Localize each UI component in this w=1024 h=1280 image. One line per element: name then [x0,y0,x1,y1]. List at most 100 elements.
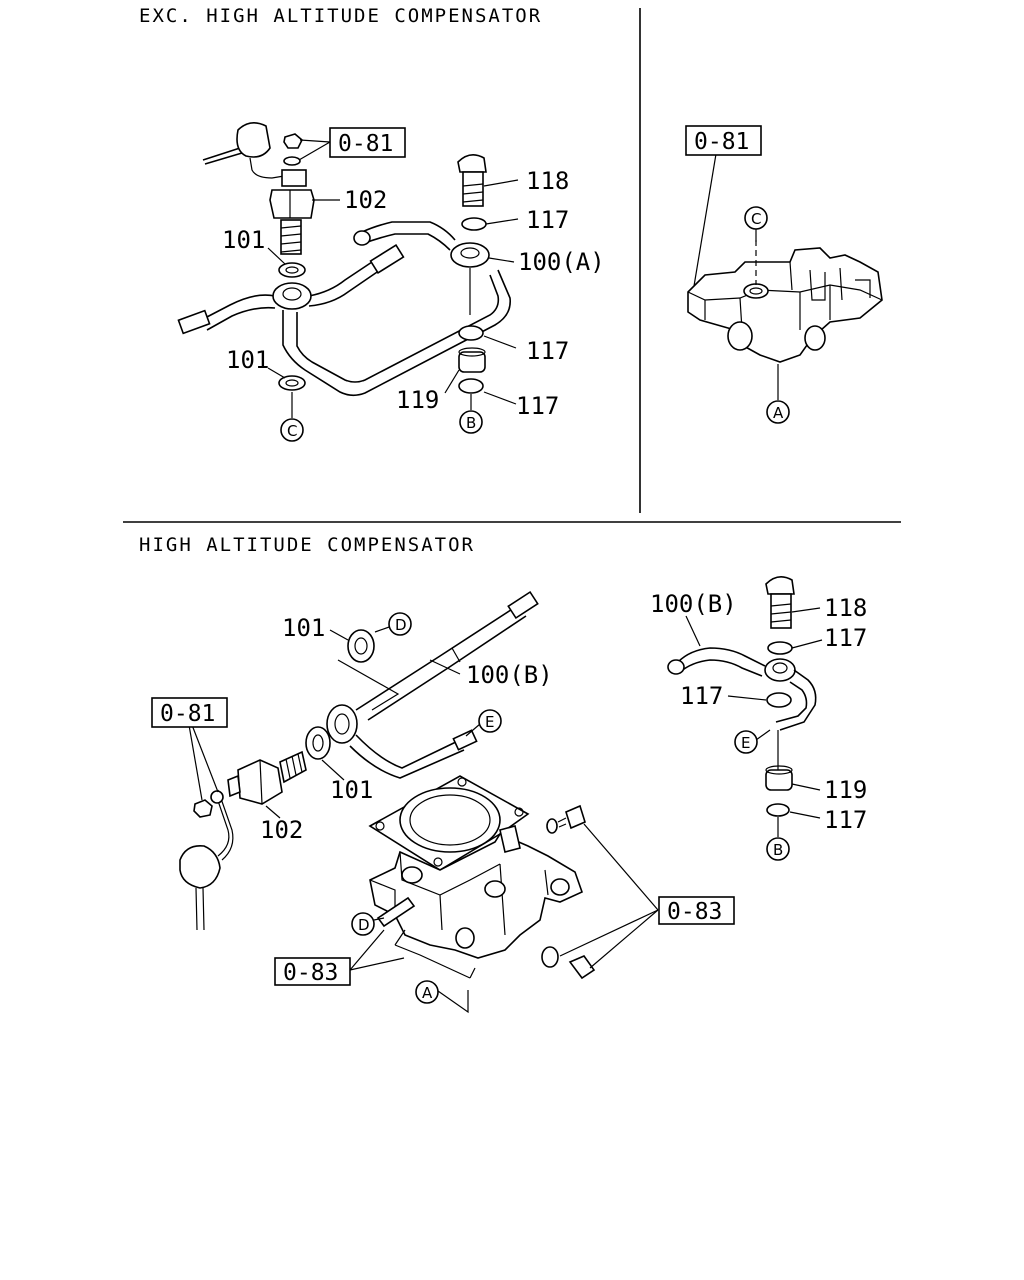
label-119-br: 119 [824,776,867,804]
bolt-118-bottom-threads [770,603,792,623]
banjo-a-pipe-end [353,230,371,246]
marker-a-bottom [415,980,439,1004]
leader-117-br-a [791,639,823,649]
leader-083-right-a [583,823,659,911]
leader-117-c [483,391,517,405]
pipe-to-e [452,729,478,751]
spacer-119-br [765,769,793,791]
ref-081-top-left: 0-81 [338,131,393,157]
marker-b-br-text: B [773,841,783,859]
leader-100b-right [685,615,701,647]
washer-101-upper [278,262,306,278]
ref-081-bottom: 0-81 [160,701,215,727]
leader-117-a [485,218,519,225]
label-100b-bottom: 100(B) [466,661,553,689]
connector-lead [249,157,285,179]
marker-d-bottom [351,912,375,936]
body-port-right [550,878,570,896]
plate-bore [399,787,501,853]
body-port-left [401,866,423,884]
pipe-br-down [775,669,817,731]
label-117-br-b: 117 [680,682,723,710]
body-lower [369,832,583,959]
banjo-a-eye-hole [460,247,480,259]
ref-box-081-bottom [151,697,228,728]
label-101-bottom-top: 101 [282,614,325,642]
ref-box-083-right [658,896,735,925]
leader-a-bottom [437,990,469,1014]
sensor-102-thread-lines [285,753,303,779]
label-117-br-c: 117 [824,806,867,834]
marker-d-bottom-text: D [358,916,370,934]
leader-119-br [791,783,821,791]
sensor-102-tip [227,774,241,798]
marker-a-bottom-text: A [422,984,433,1002]
washer-101-bottom-b-hole [354,637,368,655]
sensor-hex-body [269,189,315,219]
body-detail-1 [687,284,883,301]
marker-b-br [766,837,790,861]
leader-e-br [755,729,771,741]
bottom-left-assembly [179,590,539,931]
marker-e-br [734,730,758,754]
spacer-119 [458,351,486,373]
bottom-connector [179,844,221,889]
plate-hole-2 [514,807,524,817]
body-port-2 [804,325,826,351]
marker-c-top-right-text: C [751,210,761,228]
plate-hole-3 [375,821,385,831]
marker-d-top-text: D [395,616,407,634]
banjo-br-eye [764,658,796,682]
washer-101-lower-hole [285,379,299,387]
long-pipe [282,269,512,397]
marker-a-top [766,400,790,424]
banjo-b-lower-pipe [349,734,465,779]
leader-081-right [693,153,717,287]
plate-bore-inner [409,794,491,846]
connector-wire [202,147,243,165]
ref-083-right: 0-83 [667,899,722,925]
label-100b-right: 100(B) [650,590,737,618]
label-102-top: 102 [344,186,387,214]
right-pipe-end [369,244,405,274]
washer-screw-upper [546,818,558,834]
washer-101-bottom-a [305,726,331,760]
washer-101-bottom-b [347,629,375,663]
sensor-102-hex-line [259,759,263,805]
leader-118 [483,179,519,187]
section-title-bottom: HIGH ALTITUDE COMPENSATOR [139,534,475,556]
leader-101-bottom-mid [321,759,345,781]
leader-117-br-c [789,811,821,819]
body-lower-detail [369,851,549,936]
bottom-nut [193,799,213,818]
bolt-118-bottom-shank [770,593,792,629]
spacer-119-br-top [765,765,793,775]
pipe-100b-end [507,590,539,620]
ref-box-081-top-right [685,125,762,156]
washer-101-lower [278,375,306,391]
pipe-100b-right [677,647,766,677]
ref-box-081-top-left [329,127,406,158]
leader-083-left-a [349,929,385,971]
label-119-top: 119 [396,386,439,414]
wire-terminal [210,790,224,804]
leader-100a [488,257,515,263]
sensor-thread-lines [280,225,302,253]
label-117-top-c: 117 [516,392,559,420]
banjo-br-eye-hole [772,662,788,674]
label-101-top-upper: 101 [222,226,265,254]
washer-117-br-a [767,641,793,655]
marker-c-top-right [744,206,768,230]
label-101-bottom-mid: 101 [330,776,373,804]
leader-e-bottom [465,723,481,737]
banjo-b-eye-hole [334,713,350,735]
leader-117-br-b [727,695,767,701]
leader-081-bottom-a [188,724,203,801]
marker-e-bottom-left [478,709,502,733]
washer-117-br-b [766,692,792,708]
banjo-a-eye [450,242,490,268]
label-118-br: 118 [824,594,867,622]
bolt-118-bottom-head [765,576,795,595]
bolt-118-shank [462,171,484,207]
marker-d-top [388,612,412,636]
